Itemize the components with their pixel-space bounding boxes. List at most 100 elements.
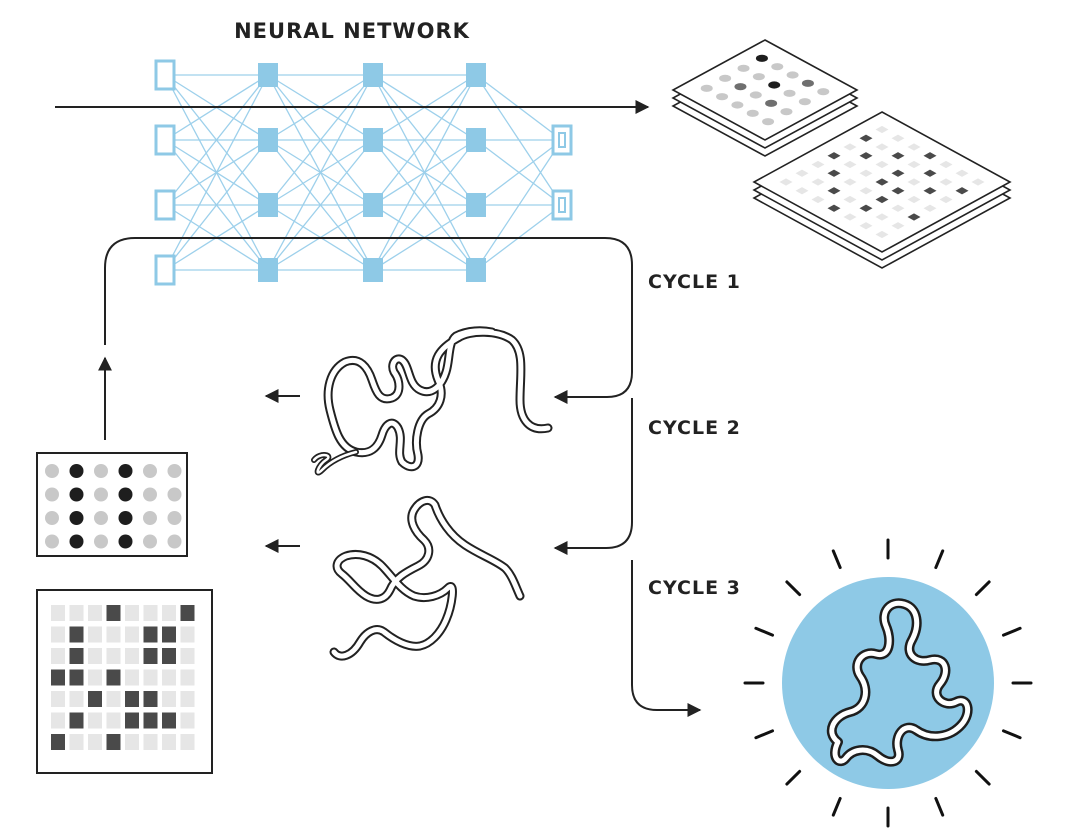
grid-cell	[106, 648, 121, 664]
stack-dot	[762, 118, 775, 126]
stack-cell	[891, 169, 905, 177]
stack-dot	[768, 81, 781, 89]
stack-cell	[859, 204, 873, 212]
grid-cell	[51, 648, 65, 664]
grid-cell	[125, 691, 139, 707]
stack-dot	[731, 101, 744, 109]
stack-dot	[765, 99, 778, 107]
output-grid-stack	[752, 111, 1012, 269]
grid-cell	[143, 734, 158, 750]
dot-cell	[45, 464, 59, 478]
output-neuron-core	[558, 132, 566, 148]
stack-cell	[859, 134, 873, 142]
stack-cell	[939, 195, 953, 204]
grid-cell	[180, 605, 195, 621]
stack-dot	[719, 74, 732, 82]
grid-cell	[88, 734, 102, 750]
grid-cell	[106, 712, 121, 729]
stack-cell	[923, 187, 937, 195]
stack-cell	[907, 213, 921, 221]
glow-ray	[754, 729, 775, 740]
stack-dot	[798, 98, 811, 106]
dot-cell	[167, 487, 182, 502]
grid-cell	[180, 712, 195, 729]
grid-cell	[180, 734, 195, 750]
stack-cell	[811, 178, 825, 186]
dot-cell	[167, 464, 182, 478]
grid-cell	[69, 734, 84, 750]
hidden-neuron	[466, 193, 486, 217]
stack-dot	[716, 93, 729, 101]
stack-cell	[875, 125, 889, 134]
stack-cell	[811, 160, 825, 169]
cycle-2-connector	[553, 398, 633, 555]
dot-cell	[143, 534, 157, 549]
grid-cell	[143, 626, 158, 643]
stack-cell	[891, 187, 905, 195]
hidden-neuron	[258, 128, 278, 152]
network-edge	[164, 139, 269, 271]
stack-cell	[795, 187, 809, 195]
grid-cell	[69, 712, 84, 729]
grid-cell	[51, 669, 65, 686]
stack-cell	[907, 160, 921, 169]
stack-cell	[827, 152, 841, 160]
hidden-neuron	[258, 258, 278, 282]
stack-cell	[939, 178, 953, 186]
hidden-neuron	[258, 193, 278, 217]
stack-dot	[801, 79, 814, 87]
stack-cell	[875, 230, 889, 239]
stack-cell	[939, 160, 953, 169]
dot-cell	[143, 511, 157, 525]
grid-cell	[125, 648, 139, 664]
stack-cell	[955, 169, 969, 177]
network-edge	[475, 139, 563, 206]
cycle-3-connector	[631, 560, 702, 717]
grid-cell	[88, 712, 102, 729]
hidden-neuron	[466, 258, 486, 282]
stack-dot	[737, 64, 750, 72]
grid-cell	[162, 712, 176, 729]
grid-cell	[51, 605, 65, 621]
grid-cell	[125, 669, 139, 686]
input-grid-board	[36, 589, 213, 774]
stack-cell	[843, 213, 857, 221]
stack-cell	[907, 143, 921, 151]
stack-cell	[859, 187, 873, 195]
stack-cell	[811, 195, 825, 204]
stack-cell	[891, 134, 905, 142]
stack-cell	[891, 222, 905, 230]
protein-structure-2	[329, 495, 525, 661]
grid-cell	[88, 605, 102, 621]
grid-cell	[106, 626, 121, 643]
grid-cell	[51, 691, 65, 707]
network-edge	[267, 74, 374, 206]
grid-cell	[88, 648, 102, 664]
grid-cell	[106, 605, 121, 621]
grid-cell	[51, 712, 65, 729]
stack-cell	[827, 169, 841, 177]
grid-cell	[125, 626, 139, 643]
protein-structure-final	[826, 598, 973, 767]
stack-dot	[786, 71, 799, 79]
dot-cell	[143, 464, 157, 478]
glow-ray	[974, 580, 991, 597]
dot-cell	[45, 511, 59, 525]
grid-cell	[162, 734, 176, 750]
stack-dot	[755, 54, 768, 62]
stack-dot	[749, 91, 762, 99]
glow-ray	[934, 796, 945, 817]
stack-cell	[875, 213, 889, 221]
hidden-neuron	[466, 63, 486, 87]
stack-cell	[875, 195, 889, 204]
cycle-1-label: CYCLE 1	[648, 271, 741, 293]
neural-network-title: NEURAL NETWORK	[234, 19, 470, 43]
network-edges	[164, 74, 563, 271]
grid-cell	[106, 669, 121, 686]
network-nodes	[154, 59, 573, 286]
grid-cell	[69, 669, 84, 686]
dot-cell	[118, 511, 133, 525]
cycle-3-label: CYCLE 3	[648, 577, 741, 599]
grid-cell	[88, 691, 102, 707]
grid-cell	[106, 691, 121, 707]
